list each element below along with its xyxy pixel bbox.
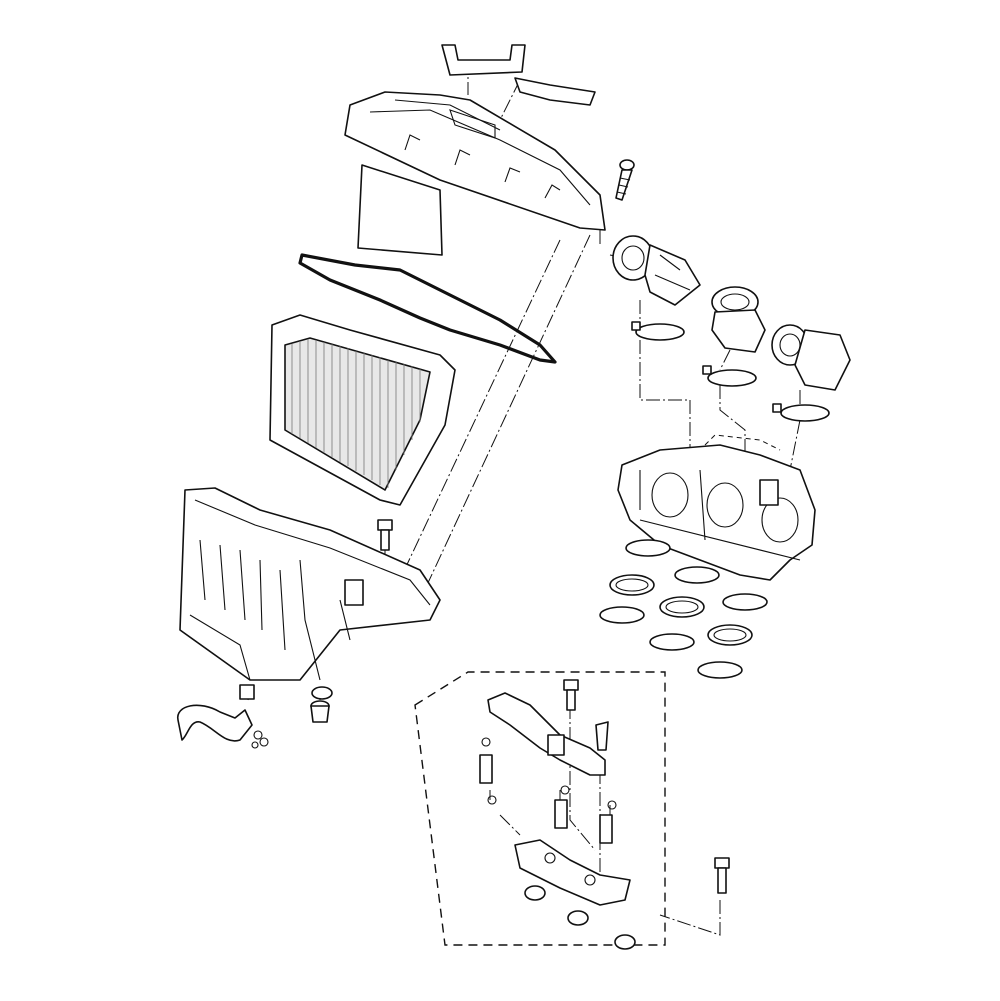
fuel-rail-bolt [563,679,579,711]
injector-holder [514,839,631,906]
airbox-gasket [298,253,557,364]
airbox-lower-case [179,487,441,681]
holder-bolt [714,857,730,894]
intake-boot-3 [771,324,851,391]
upper-clamps [631,321,830,422]
drain-hose [177,704,253,742]
cover-screw [615,159,635,201]
cover-strip [514,77,596,106]
airbox-cover [344,91,606,256]
holder-seals [524,885,636,950]
drain-plug [310,686,333,723]
fuel-injector-group-outline [414,671,666,946]
fuel-injectors [479,737,617,844]
fuel-rail [487,692,609,776]
hose-clips [251,730,269,749]
cover-bracket [441,44,526,76]
intake-boot-1 [612,235,701,306]
lower-case-bolt [377,519,393,551]
lower-clamps-and-seals [599,539,768,679]
throttle-body-assembly [617,434,816,581]
lower-case-bracket [344,579,364,606]
intake-boot-2 [711,286,766,353]
air-filter-element [269,314,456,506]
drain-hose-fitting [239,684,255,700]
